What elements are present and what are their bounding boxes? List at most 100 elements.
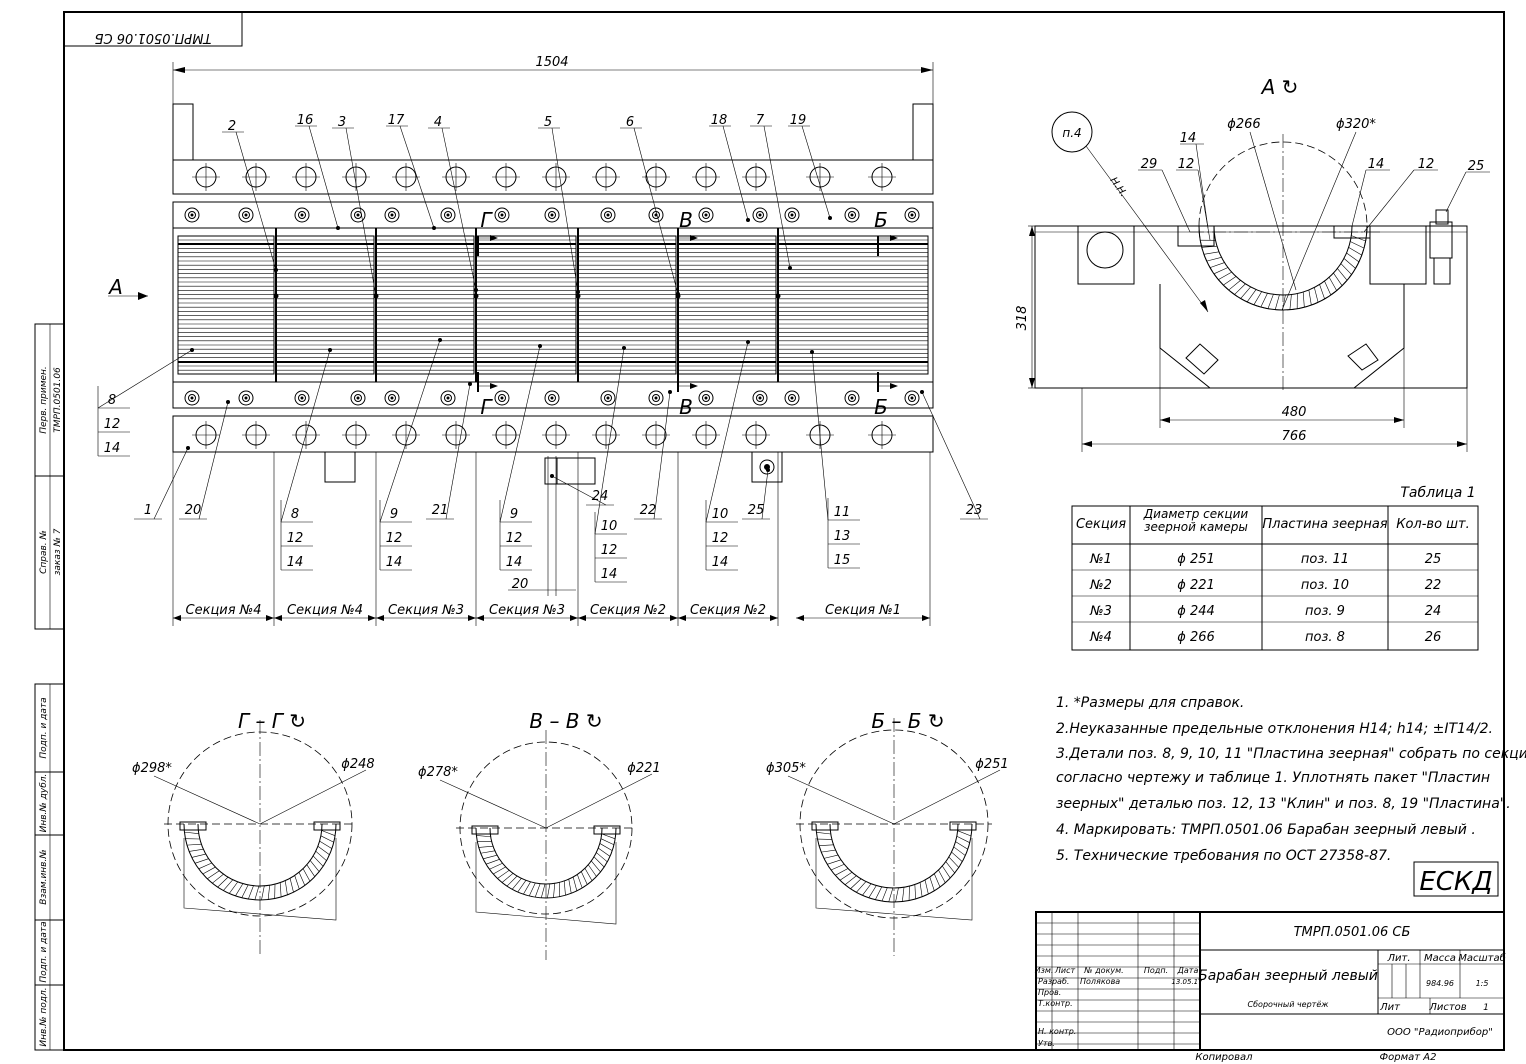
note-line-6: 4. Маркировать: ТМРП.0501.06 Барабан зее… — [1056, 822, 1476, 838]
leader-top-6: 6 — [626, 115, 634, 130]
tb-role-3: Т.контр. — [1038, 999, 1073, 1008]
stack-sec1-2: 15 — [834, 553, 851, 568]
cut-b-bottom: Б — [874, 395, 888, 419]
end-label-14a: 14 — [1180, 131, 1197, 146]
cut-b-top: Б — [874, 208, 888, 232]
bottom-bar — [172, 415, 934, 453]
note-line-5: зеерных" деталью поз. 12, 13 "Клин" и по… — [1056, 796, 1511, 812]
table-1: Таблица 1 Секция Диаметр секции зеерной … — [1071, 485, 1479, 651]
cut-g-bottom: Г — [480, 395, 493, 419]
stack-left-2: 14 — [104, 441, 121, 456]
table-cell-r1-c3: поз. 11 — [1301, 552, 1349, 567]
end-label-12b: 12 — [1418, 157, 1435, 172]
ref-label: п.4 — [1062, 126, 1081, 140]
stack-sec3b-0: 9 — [510, 507, 518, 522]
tb-mass-header: Масса — [1424, 953, 1456, 964]
leader-bottom-20: 20 — [185, 503, 202, 518]
tb-role-4: Н. контр. — [1038, 1027, 1076, 1036]
note-line-1: 1. *Размеры для справок. — [1056, 695, 1244, 711]
table-header-diameter: Диаметр секции зеерной камеры — [1143, 508, 1249, 534]
end-label-25: 25 — [1468, 159, 1485, 174]
table-cell-r3-c1: №3 — [1089, 604, 1112, 619]
ref-leader-text: Н.Н. — [1108, 175, 1129, 199]
stack-sec2a-2: 14 — [601, 567, 618, 582]
strip-first-use: Перв. примен. — [39, 366, 49, 434]
top-bolts — [192, 163, 896, 191]
tb-role-1: Разраб. — [1038, 977, 1069, 986]
stack-sec1-1: 13 — [834, 529, 851, 544]
tb-format: Формат А2 — [1380, 1052, 1437, 1063]
eskd-mark: ЕСКД — [1419, 867, 1492, 897]
table-cell-r2-c3: поз. 10 — [1301, 578, 1349, 593]
end-d320: ϕ320* — [1336, 117, 1376, 132]
stack-sec3a-2: 14 — [386, 555, 403, 570]
tb-scale-header: Масштаб — [1458, 952, 1506, 964]
cross-section-title-3: Б – Б ↻ — [871, 709, 944, 733]
stack-sec3a-1: 12 — [386, 531, 403, 546]
cut-g-top: Г — [480, 208, 493, 232]
section-label-7: Секция №1 — [825, 603, 901, 618]
table-cell-r4-c1: №4 — [1089, 630, 1112, 645]
view-a-arrow-label: А — [107, 275, 123, 299]
strip-orig-inv: Инв.№ подл. — [39, 987, 49, 1046]
table-cell-r2-c2: ϕ 221 — [1177, 578, 1215, 593]
leader-bottom-25: 25 — [748, 503, 765, 518]
tb-code: ТМРП.0501.06 СБ — [1294, 925, 1411, 940]
leader-top-2: 2 — [228, 119, 236, 134]
stack-left-0: 8 — [108, 393, 116, 408]
stack-sec1-0: 11 — [834, 505, 851, 520]
bottom-small-bolts — [184, 390, 920, 406]
view-a-title: А ↻ — [1260, 75, 1299, 99]
cross-section-1-d-left: ϕ298* — [132, 761, 172, 776]
top-small-bolts — [184, 207, 920, 223]
ref-circle — [1051, 111, 1093, 153]
leader-top-16: 16 — [297, 113, 314, 128]
table-cell-r3-c3: поз. 9 — [1305, 604, 1345, 619]
cross-section-1-d-right: ϕ248 — [341, 757, 374, 772]
table-cell-r2-c4: 22 — [1425, 578, 1442, 593]
cross-section-3-d-left: ϕ305* — [766, 761, 806, 776]
strip-code: ТМРП.0501.06 — [53, 367, 63, 433]
table-cell-r1-c2: ϕ 251 — [1177, 552, 1215, 567]
end-dim-766: 766 — [1282, 429, 1307, 444]
tb-col-header-4: Подп. — [1144, 966, 1168, 975]
stack-sec3b-2: 14 — [506, 555, 523, 570]
stack-left-1: 12 — [104, 417, 121, 432]
table-cell-r2-c1: №2 — [1089, 578, 1112, 593]
tb-lit-header: Лит. — [1386, 953, 1410, 964]
strip-dup-inv: Инв.№ дубл. — [39, 774, 49, 833]
section-label-3: Секция №3 — [388, 603, 464, 618]
section-label-1: Секция №4 — [186, 603, 262, 618]
cross-section-title-2: В – В ↻ — [529, 709, 602, 733]
leader-top-3: 3 — [338, 115, 346, 130]
leader-top-19: 19 — [790, 113, 807, 128]
tb-sheets-label: Листов — [1428, 1002, 1466, 1013]
table-cell-r4-c3: поз. 8 — [1305, 630, 1345, 645]
end-label-12a: 12 — [1178, 157, 1195, 172]
stack-sec4-0: 8 — [291, 507, 299, 522]
table-cell-r3-c4: 24 — [1425, 604, 1442, 619]
cross-section-1: Г – Г ↻ϕ298*ϕ248 — [132, 709, 375, 956]
rotated-doc-code: ТМРП.0501.06 СБ — [95, 30, 212, 45]
table-cell-r3-c2: ϕ 244 — [1177, 604, 1215, 619]
tb-scale: 1:5 — [1476, 979, 1489, 988]
end-view-a: А ↻ п.4 Н.Н. ϕ266 ϕ320* 14 — [1015, 75, 1490, 452]
stack-sec2b-1: 12 — [712, 531, 729, 546]
end-label-29: 29 — [1141, 157, 1158, 172]
tb-company: ООО "Радиоприбор" — [1387, 1026, 1493, 1038]
tb-role-2: Пров. — [1038, 988, 1061, 997]
end-dim-480: 480 — [1282, 405, 1307, 420]
tb-copied: Копировал — [1195, 1052, 1253, 1063]
eskd-box — [1413, 861, 1499, 897]
dim-20: 20 — [512, 577, 529, 592]
table-header-section: Секция — [1076, 517, 1126, 532]
table-header-count: Кол-во шт. — [1396, 517, 1470, 532]
leader-top-7: 7 — [756, 113, 765, 128]
tb-role-date-1: 13.05.17 — [1171, 978, 1203, 986]
strip-order: заказ № 7 — [53, 528, 63, 575]
tb-sheet-label: Лит — [1379, 1002, 1401, 1013]
